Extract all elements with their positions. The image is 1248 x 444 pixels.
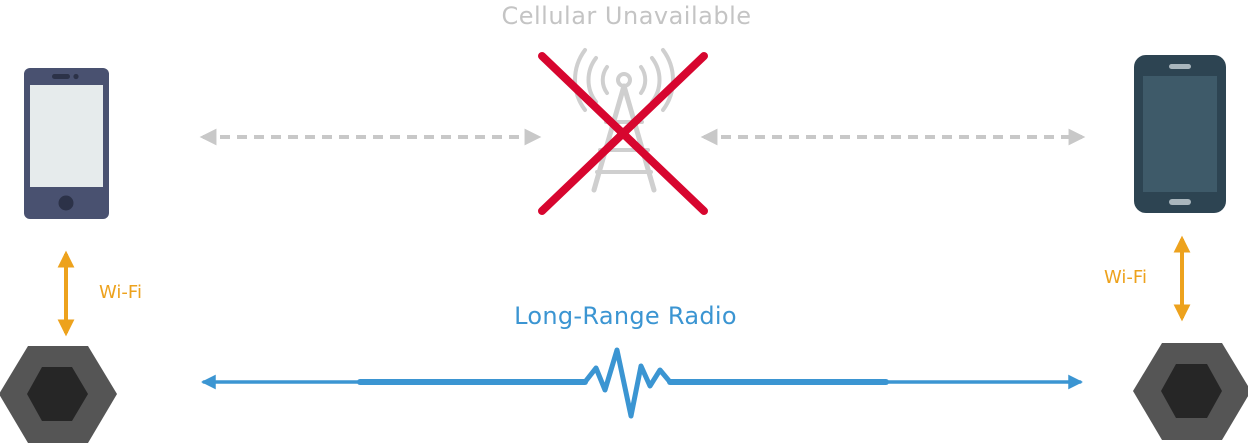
smartphone-icon [1134,55,1226,213]
radio-link [201,347,1083,419]
wifi-label-right: Wi-Fi [1104,267,1147,288]
cell-tower-icon [573,48,675,193]
hexagon-radio-device-right [1133,343,1248,440]
diagram-title: Cellular Unavailable [501,2,752,30]
hexagon-radio-device-left [0,346,117,443]
wifi-label-left: Wi-Fi [99,282,142,303]
phone-icon [24,68,109,219]
radio-link-label: Long-Range Radio [514,302,737,330]
cross-icon [538,52,708,215]
